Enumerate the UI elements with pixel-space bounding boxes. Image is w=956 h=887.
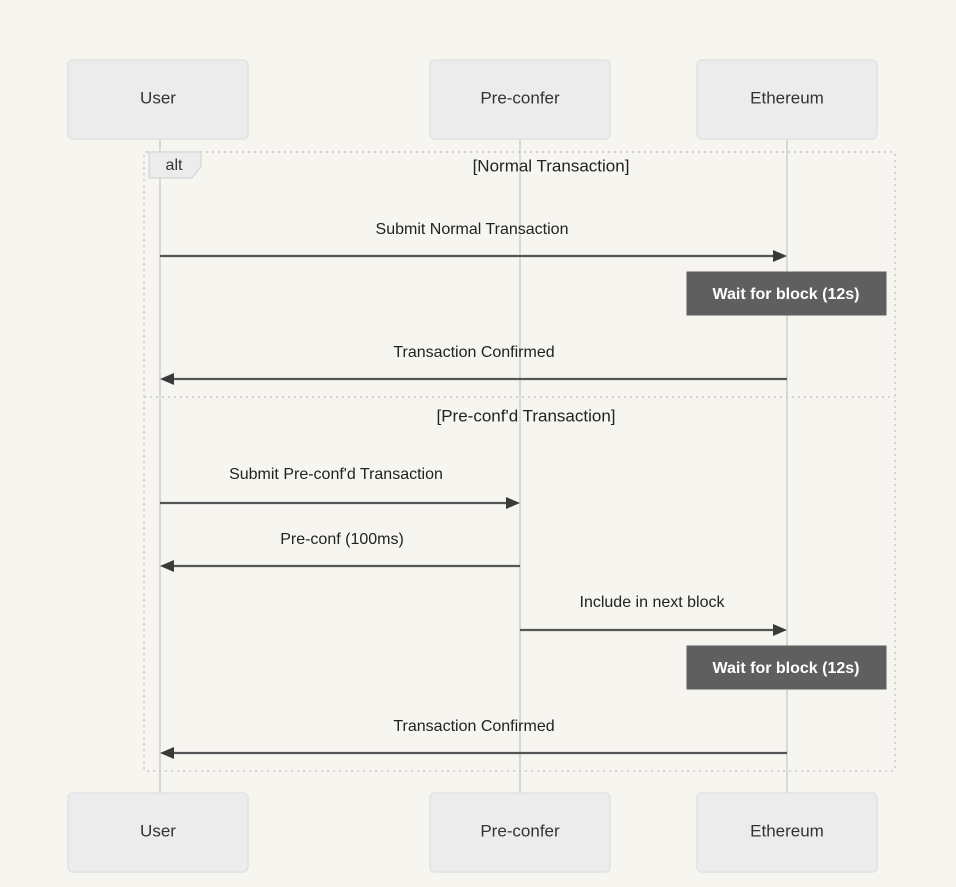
note-wait-for-block-1: Wait for block (12s) [686, 271, 887, 316]
message-submit-preconfd-transaction-label: Submit Pre-conf'd Transaction [229, 466, 443, 483]
participant-bottom-user-box[interactable] [67, 792, 249, 873]
participant-bottom-ethereum[interactable]: Ethereum [696, 792, 878, 873]
message-preconf-100ms-arrowhead [160, 560, 174, 572]
alt-section-preconfd-condition: [Pre-conf'd Transaction] [437, 406, 616, 425]
message-transaction-confirmed-1: Transaction Confirmed [160, 344, 787, 385]
alt-section-normal-transaction: [Normal Transaction] Submit Normal Trans… [160, 156, 887, 385]
message-submit-preconfd-transaction: Submit Pre-conf'd Transaction [160, 466, 520, 509]
message-preconf-100ms: Pre-conf (100ms) [160, 531, 520, 572]
note-wait-for-block-1-label: Wait for block (12s) [713, 286, 860, 303]
alt-fragment-frame [143, 151, 896, 772]
message-submit-normal-transaction: Submit Normal Transaction [160, 221, 787, 262]
participant-top-user-label: User [140, 88, 176, 107]
participant-bottom-ethereum-box[interactable] [696, 792, 878, 873]
alt-section-normal-condition: [Normal Transaction] [473, 156, 630, 175]
message-transaction-confirmed-2-arrowhead [160, 747, 174, 759]
participant-bottom-preconfer[interactable]: Pre-confer [429, 792, 611, 873]
participant-top-ethereum[interactable]: Ethereum [696, 59, 878, 140]
message-transaction-confirmed-1-label: Transaction Confirmed [393, 344, 554, 361]
message-submit-preconfd-transaction-arrowhead [506, 497, 520, 509]
message-include-in-next-block-label: Include in next block [580, 594, 726, 611]
participant-top-user[interactable]: User [67, 59, 249, 140]
participant-top-user-box[interactable] [67, 59, 249, 140]
message-submit-normal-transaction-arrowhead [773, 250, 787, 262]
note-wait-for-block-2-box [686, 645, 887, 690]
participant-bottom-user[interactable]: User [67, 792, 249, 873]
note-wait-for-block-2: Wait for block (12s) [686, 645, 887, 690]
participants-top: User Pre-confer Ethereum [67, 59, 878, 140]
message-transaction-confirmed-2: Transaction Confirmed [160, 718, 787, 759]
participant-top-preconfer-label: Pre-confer [480, 88, 560, 107]
message-include-in-next-block-arrowhead [773, 624, 787, 636]
note-wait-for-block-1-box [686, 271, 887, 316]
participant-top-preconfer-box[interactable] [429, 59, 611, 140]
participant-top-ethereum-label: Ethereum [750, 88, 824, 107]
message-include-in-next-block: Include in next block [520, 594, 787, 636]
note-wait-for-block-2-label: Wait for block (12s) [713, 660, 860, 677]
alt-tag: alt [148, 151, 202, 179]
message-transaction-confirmed-1-arrowhead [160, 373, 174, 385]
message-preconf-100ms-label: Pre-conf (100ms) [280, 531, 404, 548]
participant-bottom-preconfer-box[interactable] [429, 792, 611, 873]
alt-tag-shape [148, 151, 202, 179]
alt-frame-border [143, 151, 896, 772]
message-submit-normal-transaction-label: Submit Normal Transaction [376, 221, 569, 238]
alt-tag-label: alt [166, 157, 183, 174]
participant-bottom-ethereum-label: Ethereum [750, 821, 824, 840]
message-transaction-confirmed-2-label: Transaction Confirmed [393, 718, 554, 735]
participant-bottom-preconfer-label: Pre-confer [480, 821, 560, 840]
alt-section-preconfd-transaction: [Pre-conf'd Transaction] Submit Pre-conf… [160, 406, 887, 759]
participant-top-preconfer[interactable]: Pre-confer [429, 59, 611, 140]
participants-bottom: User Pre-confer Ethereum [67, 792, 878, 873]
participant-bottom-user-label: User [140, 821, 176, 840]
participant-top-ethereum-box[interactable] [696, 59, 878, 140]
